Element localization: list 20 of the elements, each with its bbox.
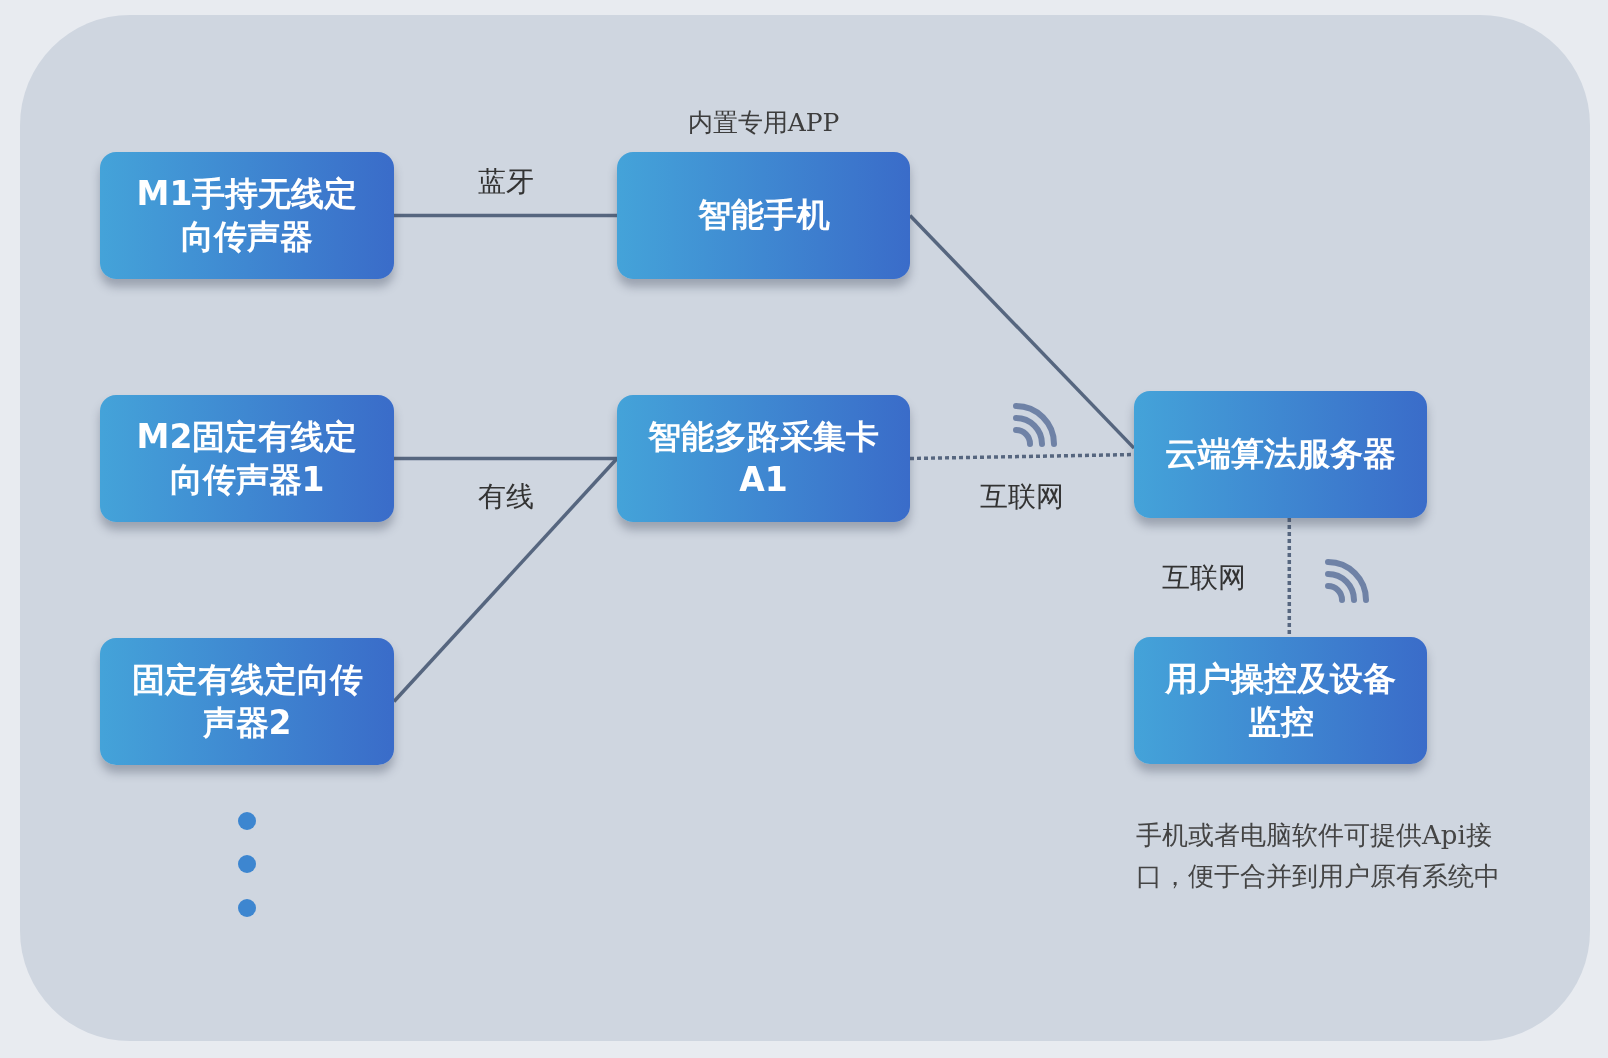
connector-line bbox=[392, 457, 619, 703]
node-text: M2固定有线定向传声器1 bbox=[135, 415, 359, 501]
connector-line bbox=[394, 456, 617, 461]
node-text: 固定有线定向传声器2 bbox=[130, 658, 364, 744]
connector-line bbox=[908, 214, 1136, 450]
dashed-connector bbox=[1287, 518, 1292, 637]
node-text: 智能多路采集卡A1 bbox=[647, 415, 880, 501]
node-text: 云端算法服务器 bbox=[1165, 433, 1396, 476]
node-caption: 内置专用APP bbox=[686, 107, 841, 139]
device-box bbox=[1134, 637, 1427, 764]
device-box bbox=[100, 395, 394, 522]
device-box bbox=[100, 638, 394, 765]
device-box bbox=[1134, 391, 1427, 518]
device-box bbox=[100, 152, 394, 279]
note-text: 手机或者电脑软件可提供Api接口，便于合并到用户原有系统中 bbox=[1136, 819, 1501, 893]
connector-line bbox=[394, 213, 617, 218]
node-text: 智能手机 bbox=[697, 194, 830, 237]
node-text: 用户操控及设备监控 bbox=[1164, 657, 1397, 743]
node-text: M1手持无线定向传声器 bbox=[135, 172, 359, 258]
device-box bbox=[617, 395, 910, 522]
